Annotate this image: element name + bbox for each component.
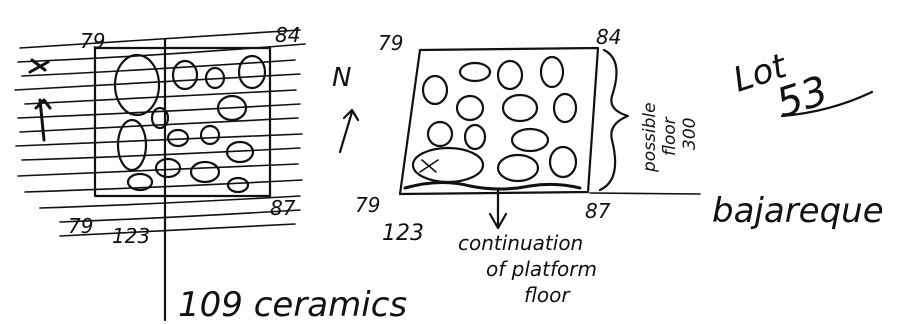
lot-underline	[780, 90, 874, 118]
right-corner-top-left: 79	[378, 31, 403, 55]
annotation-platform-line-2: of platform	[486, 257, 597, 281]
bajareque-label: bajareque	[712, 191, 884, 231]
right-excavation-unit: 79 84 79 123 87 possible floor 300 conti…	[355, 25, 884, 307]
left-corner-top-left: 79	[80, 29, 105, 53]
annotation-platform-line-1: continuation	[458, 231, 583, 255]
possible-floor-annotation: possible floor 300	[640, 102, 700, 173]
north-arrow: N	[332, 63, 360, 154]
left-corner-bottom-right: 87	[270, 196, 296, 220]
annotation-floor-line-1: possible	[640, 102, 660, 173]
annotation-floor-line-3: 300	[680, 118, 700, 150]
right-base-line	[589, 192, 701, 195]
north-arrow-icon	[338, 108, 360, 154]
right-unit-outline	[398, 46, 600, 196]
left-unit-outline	[93, 46, 272, 198]
right-corner-bottom-right: 87	[585, 199, 611, 223]
left-crossout-scribble	[14, 29, 306, 237]
lot-label: Lot 53	[728, 46, 833, 128]
continuation-arrow-icon	[488, 188, 508, 230]
north-label: N	[332, 63, 351, 93]
left-stones	[113, 53, 267, 194]
left-caption: 109 ceramics	[178, 285, 407, 324]
left-corner-bottom-left-sub: 123	[112, 224, 150, 248]
annotation-floor-line-2: floor	[660, 116, 680, 156]
right-corner-bottom-left: 79	[355, 193, 380, 217]
left-corner-top-right: 84	[275, 23, 300, 47]
left-excavation-unit: 79 84 79 123 87 109 ceramics	[14, 23, 407, 324]
floor-brace	[598, 48, 630, 192]
platform-x-mark	[419, 159, 439, 173]
right-stones	[411, 55, 578, 184]
annotation-platform-line-3: floor	[524, 283, 571, 307]
platform-floor-scribble	[403, 180, 582, 191]
right-corner-bottom-left-sub: 123	[382, 221, 424, 246]
right-corner-top-right: 84	[596, 25, 621, 49]
left-corner-bottom-left: 79	[68, 214, 93, 238]
